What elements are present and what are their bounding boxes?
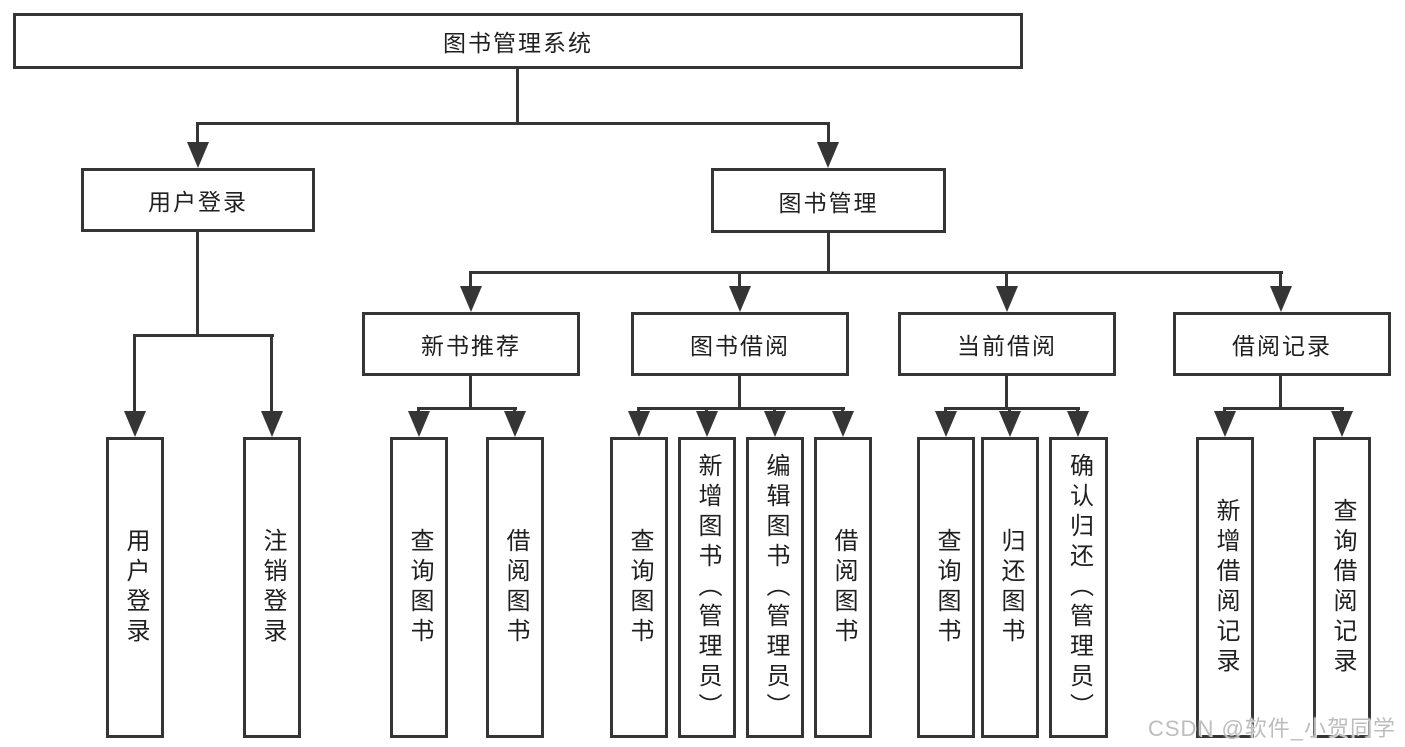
node-label: 查询图书 — [626, 527, 653, 648]
connector-line — [470, 271, 1283, 274]
node-borrowing-records: 借阅记录 — [1173, 312, 1391, 376]
arrow-down-icon — [832, 411, 854, 437]
arrow-down-icon — [729, 286, 751, 312]
node-label: 新书推荐 — [421, 333, 521, 359]
leaf-bb-add-books-admin: 新增图书（管理员） — [678, 437, 736, 738]
connector-line — [1005, 376, 1008, 409]
connector-line — [1279, 376, 1282, 409]
arrow-down-icon — [999, 411, 1021, 437]
arrow-down-icon — [1270, 286, 1292, 312]
leaf-cb-confirm-return-admin: 确认归还（管理员） — [1049, 437, 1108, 738]
arrow-down-icon — [817, 142, 839, 168]
node-library-management-system: 图书管理系统 — [13, 13, 1023, 69]
node-new-book-recommendation: 新书推荐 — [362, 312, 580, 376]
node-label: 编辑图书（管理员） — [762, 452, 789, 723]
node-label: 确认归还（管理员） — [1065, 452, 1093, 723]
connector-line — [637, 407, 845, 410]
connector-line — [827, 122, 830, 146]
leaf-bb-query-books: 查询图书 — [610, 437, 668, 738]
arrow-down-icon — [935, 411, 957, 437]
arrow-down-icon — [261, 411, 283, 437]
connector-line — [1279, 271, 1282, 288]
arrow-down-icon — [187, 142, 209, 168]
connector-line — [738, 271, 741, 288]
connector-line — [516, 69, 519, 122]
leaf-logout: 注销登录 — [243, 437, 301, 738]
connector-line — [133, 334, 136, 413]
connector-line — [827, 233, 830, 274]
node-current-borrowing: 当前借阅 — [898, 312, 1116, 376]
connector-line — [196, 232, 199, 337]
leaf-user-login: 用户登录 — [106, 437, 164, 738]
node-label: 图书管理 — [778, 189, 879, 216]
node-label: 注销登录 — [259, 527, 286, 648]
node-label: 查询借阅记录 — [1329, 497, 1356, 678]
leaf-br-add-record: 新增借阅记录 — [1196, 437, 1254, 738]
node-label: 用户登录 — [148, 189, 248, 215]
node-label: 借阅图书 — [502, 527, 529, 648]
arrow-down-icon — [996, 286, 1018, 312]
connector-line — [1223, 407, 1344, 410]
arrow-down-icon — [1214, 411, 1236, 437]
connector-line — [738, 376, 741, 409]
node-book-management: 图书管理 — [711, 168, 946, 233]
arrow-down-icon — [1067, 411, 1089, 437]
arrow-down-icon — [124, 411, 146, 437]
node-label: 借阅图书 — [830, 527, 857, 648]
leaf-br-query-record: 查询借阅记录 — [1313, 437, 1371, 738]
leaf-bb-edit-books-admin: 编辑图书（管理员） — [746, 437, 804, 738]
watermark: CSDN @软件_小贺同学 — [1148, 716, 1397, 741]
arrow-down-icon — [460, 286, 482, 312]
node-label: 查询图书 — [406, 527, 433, 648]
node-label: 归还图书 — [997, 527, 1024, 648]
arrow-down-icon — [408, 411, 430, 437]
node-label: 图书借阅 — [690, 333, 790, 359]
node-label: 图书管理系统 — [443, 30, 593, 56]
node-book-borrowing: 图书借阅 — [631, 312, 849, 376]
leaf-rec-borrow-books: 借阅图书 — [486, 437, 544, 738]
connector-line — [469, 271, 472, 288]
arrow-down-icon — [1331, 411, 1353, 437]
arrow-down-icon — [764, 411, 786, 437]
arrow-down-icon — [696, 411, 718, 437]
connector-line — [133, 334, 274, 337]
node-label: 新增图书（管理员） — [694, 452, 721, 723]
connector-line — [469, 376, 472, 409]
connector-line — [1005, 271, 1008, 288]
node-label: 借阅记录 — [1232, 333, 1332, 359]
connector-line — [197, 122, 830, 125]
connector-line — [196, 122, 199, 146]
node-user-login: 用户登录 — [81, 168, 315, 232]
node-label: 新增借阅记录 — [1212, 497, 1239, 678]
leaf-cb-query-books: 查询图书 — [917, 437, 975, 738]
node-label: 用户登录 — [122, 527, 149, 648]
arrow-down-icon — [504, 411, 526, 437]
leaf-cb-return-books: 归还图书 — [981, 437, 1039, 738]
node-label: 查询图书 — [933, 527, 960, 648]
node-label: 当前借阅 — [957, 333, 1057, 359]
leaf-rec-query-books: 查询图书 — [390, 437, 448, 738]
connector-line — [417, 407, 517, 410]
connector-line — [270, 334, 273, 413]
connector-line — [944, 407, 1080, 410]
leaf-bb-borrow-books: 借阅图书 — [814, 437, 872, 738]
arrow-down-icon — [628, 411, 650, 437]
